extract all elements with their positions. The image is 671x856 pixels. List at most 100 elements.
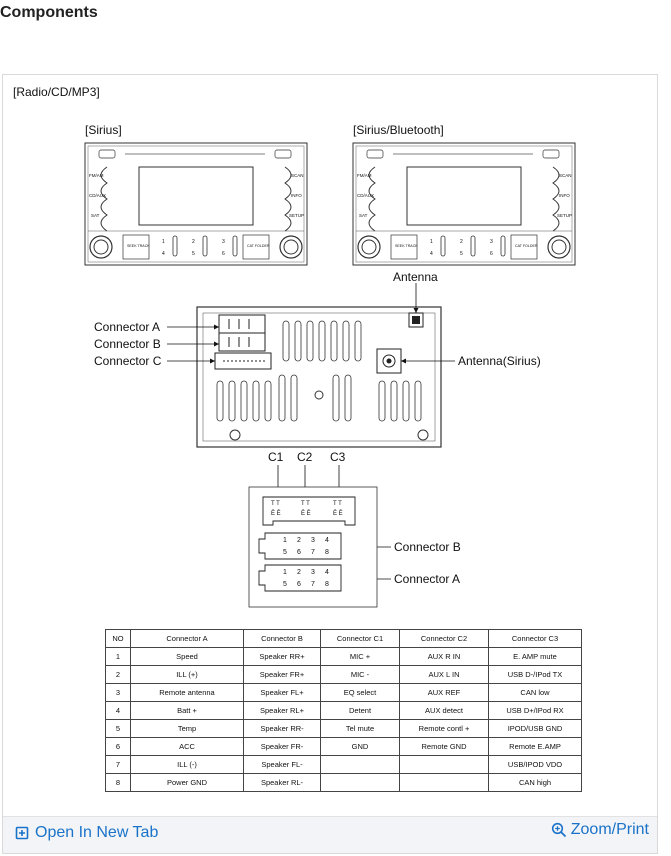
preset-label: 6	[490, 251, 493, 257]
table-cell: Speaker FL-	[243, 755, 321, 774]
table-cell: AUX L IN	[399, 665, 489, 684]
table-cell: Speaker FR-	[243, 737, 321, 756]
btn-label: SETUP	[557, 213, 572, 218]
table-cell: AUX detect	[399, 701, 489, 720]
zoom-icon	[551, 822, 567, 838]
table-cell: 1	[105, 647, 131, 666]
pin-label: 3	[311, 537, 315, 544]
table-cell: Speaker RL-	[243, 773, 321, 792]
radio-unit-sirius-bluetooth: FM/AM CD/AUX SAT SCAN INFO SETUP SEEK TR…	[352, 142, 576, 266]
btn-label: CD/AUX	[357, 193, 374, 198]
table-cell: Temp	[130, 719, 244, 738]
preset-label: 3	[490, 239, 493, 245]
table-cell: USB/IPOD VDO	[488, 755, 582, 774]
table-cell	[399, 773, 489, 792]
table-cell: 4	[105, 701, 131, 720]
open-in-new-tab-label: Open In New Tab	[35, 824, 159, 841]
table-cell: IPOD/USB GND	[488, 719, 582, 738]
btn-label: SETUP	[289, 213, 304, 218]
table-cell: Speaker RR-	[243, 719, 321, 738]
preset-label: 6	[222, 251, 225, 257]
table-cell: EQ select	[320, 683, 400, 702]
preset-label: 3	[222, 239, 225, 245]
column-header: Connector C1	[320, 629, 400, 648]
table-cell: Speaker RL+	[243, 701, 321, 720]
variant-left-label: [Sirius]	[85, 123, 122, 137]
variant-right-label: [Sirius/Bluetooth]	[353, 123, 444, 137]
svg-text:T T: T T	[301, 501, 310, 507]
c1-label: C1	[268, 450, 284, 464]
pin-label: 7	[311, 581, 315, 588]
table-cell: AUX R IN	[399, 647, 489, 666]
table-cell: 5	[105, 719, 131, 738]
c2-label: C2	[297, 450, 313, 464]
btn-label: INFO	[559, 193, 570, 198]
table-cell	[320, 755, 400, 774]
open-in-new-tab-link[interactable]: Open In New Tab	[15, 824, 158, 842]
pinout-table: NO Connector A Connector B Connector C1 …	[105, 629, 582, 792]
table-header-row: NO Connector A Connector B Connector C1 …	[105, 629, 582, 648]
connector-a-label: Connector A	[94, 320, 160, 334]
preset-label: 1	[430, 239, 433, 245]
btn-label: INFO	[291, 193, 302, 198]
antenna-sirius-label: Antenna(Sirius)	[458, 354, 541, 368]
card-footer: Open In New Tab Zoom/Print	[3, 816, 657, 853]
column-header: Connector C3	[488, 629, 582, 648]
svg-text:T T: T T	[333, 501, 342, 507]
column-header: Connector A	[130, 629, 244, 648]
pin-label: 5	[283, 581, 287, 588]
column-header: Connector C2	[399, 629, 489, 648]
pin-label: 4	[325, 569, 329, 576]
btn-label: SAT	[91, 213, 100, 218]
wiring-diagram: [Radio/CD/MP3] [Sirius] [Sirius/Bluetoot…	[13, 85, 576, 608]
table-cell: Remote GND	[399, 737, 489, 756]
svg-text:T T: T T	[271, 501, 280, 507]
btn-label: SCAN	[559, 173, 572, 178]
figure-card: [Radio/CD/MP3] [Sirius] [Sirius/Bluetoot…	[2, 74, 658, 854]
zoom-print-link[interactable]: Zoom/Print	[551, 821, 649, 839]
table-cell: E. AMP mute	[488, 647, 582, 666]
c3-label: C3	[330, 450, 346, 464]
pin-label: 2	[297, 569, 301, 576]
pin-label: 1	[283, 537, 287, 544]
connector-a-detail-label: Connector A	[394, 572, 460, 586]
table-cell: CAN low	[488, 683, 582, 702]
pin-label: 6	[297, 549, 301, 556]
table-cell: 2	[105, 665, 131, 684]
table-cell: USB D-/IPod TX	[488, 665, 582, 684]
table-cell: 6	[105, 737, 131, 756]
pin-label: 5	[283, 549, 287, 556]
table-cell: ILL (+)	[130, 665, 244, 684]
preset-label: 5	[192, 251, 195, 257]
open-in-new-tab-icon	[15, 826, 29, 840]
table-cell: ILL (-)	[130, 755, 244, 774]
preset-label: 4	[162, 251, 165, 257]
preset-label: 5	[460, 251, 463, 257]
diagram-heading: [Radio/CD/MP3]	[13, 85, 100, 99]
btn-label: CD/AUX	[89, 193, 106, 198]
pin-label: 3	[311, 569, 315, 576]
table-cell: Remote antenna	[130, 683, 244, 702]
radio-unit-sirius: FM/AM CD/AUX SAT SCAN INFO SETUP SEEK TR…	[84, 142, 308, 266]
table-cell: MIC -	[320, 665, 400, 684]
table-cell: Speaker RR+	[243, 647, 321, 666]
pin-label: 4	[325, 537, 329, 544]
btn-label: CAT FOLDER	[515, 244, 538, 248]
table-cell: USB D+/IPod RX	[488, 701, 582, 720]
pin-label: 8	[325, 549, 329, 556]
connector-b-label: Connector B	[94, 337, 161, 351]
table-cell: Power GND	[130, 773, 244, 792]
zoom-print-label: Zoom/Print	[570, 821, 649, 838]
pin-label: 6	[297, 581, 301, 588]
pin-label: 2	[297, 537, 301, 544]
preset-label: 2	[460, 239, 463, 245]
table-cell: 3	[105, 683, 131, 702]
